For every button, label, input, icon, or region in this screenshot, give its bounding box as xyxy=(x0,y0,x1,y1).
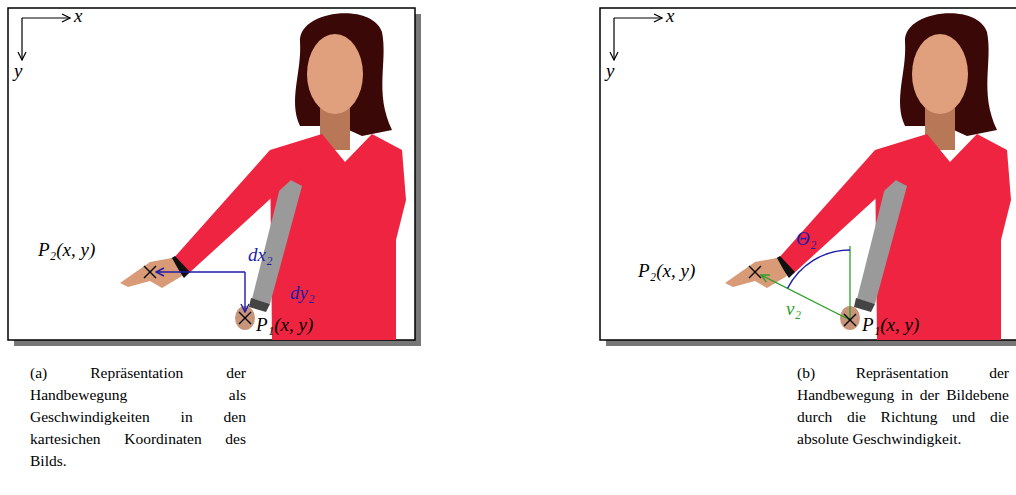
angle-label: Θ₂ xyxy=(796,228,816,249)
point-marker xyxy=(749,266,761,278)
x-axis xyxy=(22,17,70,18)
axis-label: x xyxy=(74,5,82,26)
y-axis xyxy=(21,18,22,60)
speed-label: v₂ xyxy=(786,298,801,319)
axis-label: y xyxy=(14,60,22,81)
subfigure-caption: (b) Repräsentation der Handbewegung in d… xyxy=(797,362,1009,450)
axis-label: y xyxy=(606,60,614,81)
point-label: P₁(x, y) xyxy=(256,314,313,335)
y-axis xyxy=(613,18,614,60)
woman-figure xyxy=(120,13,406,340)
reference-line xyxy=(849,246,850,320)
angle-arc xyxy=(788,250,851,288)
point-marker xyxy=(144,266,156,278)
x-axis xyxy=(614,17,662,18)
dy-arrow xyxy=(244,272,245,312)
panel-frame xyxy=(8,8,415,340)
dx-arrow xyxy=(156,271,245,272)
point-label: P₂(x, y) xyxy=(38,239,95,260)
axis-label: x xyxy=(666,5,674,26)
woman-figure xyxy=(725,13,1011,340)
velocity-label: dx₂ xyxy=(248,244,273,265)
point-label: P₂(x, y) xyxy=(638,260,695,281)
panel-frame xyxy=(600,8,1016,340)
point-marker xyxy=(844,314,856,326)
velocity-label: dy₂ xyxy=(290,282,315,303)
point-label: P₁(x, y) xyxy=(862,314,919,335)
subfigure-caption: (a) Repräsentation der Handbewegung als … xyxy=(30,362,246,472)
velocity-arrow xyxy=(761,275,850,320)
point-marker xyxy=(239,312,251,324)
